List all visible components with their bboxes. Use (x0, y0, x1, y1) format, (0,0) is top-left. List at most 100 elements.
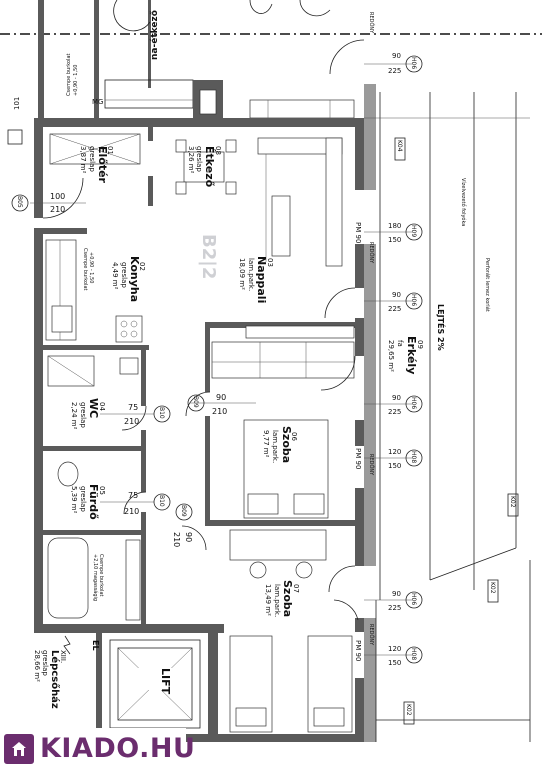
svg-text:Szoba: Szoba (280, 426, 293, 463)
svg-text:09: 09 (416, 340, 424, 349)
svg-text:Nappali: Nappali (255, 256, 268, 303)
svg-text:18,09 m²: 18,09 m² (238, 258, 246, 290)
svg-text:4,49 m²: 4,49 m² (111, 262, 119, 290)
dimension-labels: 90 225 180 150 90 225 90 225 120 150 90 … (30, 52, 412, 667)
b2-mark: B2|2 (198, 234, 219, 279)
svg-text:Előtér: Előtér (96, 146, 109, 184)
svg-text:lam.park.: lam.park. (273, 584, 281, 617)
svg-text:75: 75 (128, 491, 138, 500)
svg-text:5,39 m²: 5,39 m² (70, 486, 78, 514)
svg-text:225: 225 (388, 67, 401, 75)
svg-text:29,65 m²: 29,65 m² (387, 340, 395, 372)
svg-text:greslap: greslap (88, 146, 96, 172)
svg-text:REDŐNY: REDŐNY (368, 454, 375, 476)
svg-text:greslap: greslap (120, 262, 128, 288)
room-living: B2|2 03 Nappali lam.park. 18,09 m² (198, 137, 343, 303)
svg-text:B09: B09 (180, 505, 187, 517)
top-room-label: na-étkező (149, 10, 160, 60)
svg-text:90: 90 (392, 590, 401, 598)
svg-text:100: 100 (50, 192, 65, 201)
svg-text:fa: fa (396, 340, 404, 347)
svg-text:120: 120 (388, 645, 401, 653)
svg-text:02: 02 (138, 262, 146, 271)
mg-label: MG (92, 98, 103, 106)
svg-text:H08: H08 (410, 648, 417, 660)
room-hall: 01 Előtér greslap 3,87 m² (49, 133, 141, 184)
svg-text:greslap: greslap (79, 486, 87, 512)
svg-text:H06: H06 (410, 593, 417, 605)
apartment-walls (34, 84, 376, 742)
svg-text:90: 90 (216, 393, 226, 402)
svg-text:180: 180 (388, 222, 401, 230)
svg-text:H06: H06 (410, 397, 417, 409)
house-icon (4, 734, 34, 764)
svg-text:04: 04 (98, 402, 106, 411)
svg-text:06: 06 (290, 432, 298, 441)
svg-text:210: 210 (50, 205, 65, 214)
el-label: EL (91, 640, 100, 651)
svg-text:9,77 m²: 9,77 m² (262, 430, 270, 458)
svg-text:01: 01 (106, 146, 114, 155)
svg-text:90: 90 (392, 291, 401, 299)
room-dining: 08 Étkező greslap 3,26 m² (175, 139, 237, 195)
svg-text:H06: H06 (410, 57, 417, 69)
svg-text:Lépcsőház: Lépcsőház (49, 650, 61, 709)
slope-label: LEJTÉS 2% (436, 304, 447, 351)
room-wc: 04 WC greslap 2,24 m² (47, 355, 139, 430)
door-swings (42, 39, 365, 621)
svg-text:K02: K02 (509, 496, 516, 508)
gutter-label: Vízelvezető folyóka (460, 178, 467, 226)
balcony: 09 Erkély fa 29,65 m² LEJTÉS 2% Vízelvez… (364, 92, 531, 742)
svg-text:Fürdő: Fürdő (87, 484, 100, 520)
svg-text:90: 90 (392, 52, 401, 60)
csempe-kitchen-height: +0,90 - 1,50 (88, 252, 94, 283)
svg-text:05: 05 (98, 486, 106, 495)
svg-text:Erkély: Erkély (405, 336, 418, 374)
svg-text:lam.park.: lam.park. (271, 430, 279, 463)
svg-text:REDŐNY: REDŐNY (368, 242, 375, 264)
csempe-bath-height: +2,10 magasságig (92, 554, 99, 601)
csempe-bath-label: Csempe burkolat (98, 554, 104, 597)
svg-text:K02: K02 (489, 582, 496, 594)
svg-text:greslap: greslap (41, 650, 49, 676)
svg-text:3,26 m²: 3,26 m² (187, 146, 195, 174)
svg-text:3,87 m²: 3,87 m² (79, 146, 87, 174)
staircase-label: XIII. Lépcsőház greslap 28,66 m² (33, 650, 67, 709)
railing-label: Perforált lemez korlát (484, 258, 491, 312)
svg-text:lam.park.: lam.park. (247, 258, 255, 291)
svg-text:225: 225 (388, 604, 401, 612)
svg-text:75: 75 (128, 403, 138, 412)
svg-text:REDŐNY: REDŐNY (368, 624, 375, 646)
svg-text:210: 210 (124, 507, 139, 516)
room-bedroom-07: 07 Szoba lam.park. 13,49 m² (229, 529, 353, 733)
svg-text:B10: B10 (158, 407, 165, 419)
logo-text: KIADO.HU (40, 733, 196, 764)
svg-text:90: 90 (392, 394, 401, 402)
svg-text:120: 120 (388, 448, 401, 456)
svg-text:XIII.: XIII. (59, 650, 67, 663)
room-bedroom-06: 06 Szoba lam.park. 9,77 m² (211, 325, 355, 519)
svg-text:13,49 m²: 13,49 m² (264, 584, 272, 616)
svg-text:REDŐNY: REDŐNY (368, 12, 375, 34)
svg-text:H08: H08 (410, 451, 417, 463)
window-annotations: PM 90 PM 90 PM 90 REDŐNY REDŐNY REDŐNY R… (354, 12, 375, 661)
svg-text:150: 150 (388, 659, 401, 667)
svg-text:150: 150 (388, 236, 401, 244)
svg-text:H06: H06 (410, 294, 417, 306)
svg-text:K04: K04 (396, 140, 403, 152)
svg-text:150: 150 (388, 462, 401, 470)
svg-text:210: 210 (124, 417, 139, 426)
svg-text:225: 225 (388, 305, 401, 313)
svg-text:PM 90: PM 90 (354, 448, 362, 469)
svg-text:07: 07 (292, 584, 300, 593)
svg-text:K02: K02 (405, 704, 412, 716)
svg-text:90: 90 (184, 532, 193, 542)
lift-label: LIFT (159, 668, 172, 695)
svg-text:210: 210 (172, 532, 181, 547)
kiado-logo[interactable]: KIADO.HU (0, 728, 195, 768)
neighbour-area: na-étkező MG Csempe burkolat +0,90 - 1,5… (13, 0, 355, 120)
csempe-top-label: Csempe burkolat (66, 53, 72, 96)
svg-text:Szoba: Szoba (281, 580, 294, 617)
csempe-kitchen-label: Csempe burkolat (82, 248, 88, 291)
